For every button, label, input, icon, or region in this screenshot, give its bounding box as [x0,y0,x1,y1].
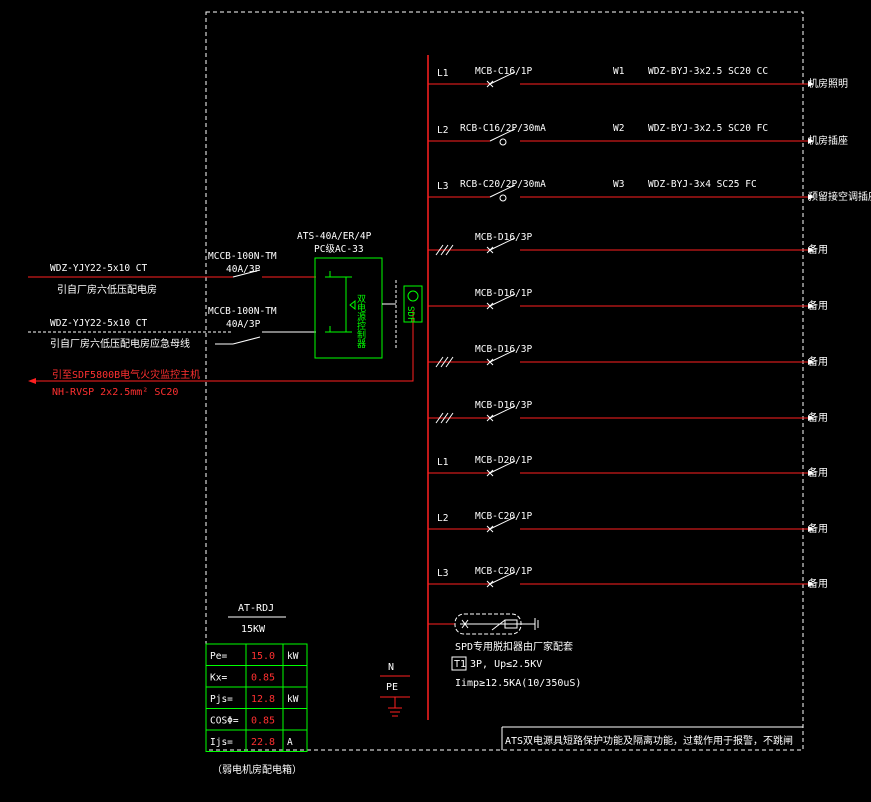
fire-signal-source: 引至SDF5800B电气火灾监控主机 [52,368,200,381]
n-terminal-label: N [388,662,394,673]
spd-iimp: Iimp≥12.5KA(10/350uS) [455,678,581,689]
incomer-2-source: 引自厂房六低压配电房应急母线 [50,337,190,350]
param-key: Ijs= [210,737,233,748]
incomer-1-breaker: MCCB-100N-TM [208,251,277,262]
circuit-row: MCB-D16/3P 备用 [428,232,828,256]
param-value: 0.85 [251,673,275,684]
spd-class: T1 [454,659,466,670]
circuit-wire-id: W3 [613,179,624,190]
ats-model: ATS-40A/ER/4P [297,231,372,242]
circuit-phase: L2 [437,513,448,524]
circuit-wire-id: W2 [613,123,624,134]
circuit-breaker: RCB-C20/2P/30mA [460,179,546,190]
incomer-2-rating: 40A/3P [226,319,261,330]
circuit-wire-id: W1 [613,66,625,77]
param-key: Kx= [210,673,227,684]
enclosure-outline [205,11,804,751]
param-key: Pe= [210,651,227,662]
circuit-cable: WDZ-BYJ-3x2.5 SC20 CC [648,66,768,77]
param-unit: A [287,737,293,748]
pe-terminal-label: PE [386,682,398,693]
circuit-phase: L3 [437,568,448,579]
incomer-1-source: 引自厂房六低压配电房 [57,283,157,296]
circuit-cable: WDZ-BYJ-3x2.5 SC20 FC [648,123,768,134]
param-value: 15.0 [251,651,275,662]
ats-cert: PC级AC-33 [314,243,364,255]
circuit-row: MCB-D16/3P 备用 [428,344,828,368]
incomer-2-breaker: MCCB-100N-TM [208,306,277,317]
panel-power: 15KW [241,624,266,635]
incomer-1-rating: 40A/3P [226,264,261,275]
param-value: 12.8 [251,694,275,705]
circuit-breaker: MCB-C16/1P [475,66,532,77]
circuit-phase: L3 [437,181,448,192]
param-key: COSΦ= [210,716,239,727]
fire-signal-cable: NH-RVSP 2x2.5mm² SC20 [52,387,178,398]
param-key: Pjs= [210,694,233,705]
circuit-load: 备用 [808,355,828,368]
spd-unit: SPD专用脱扣器由厂家配套 T1 3P, Up≤2.5KV Iimp≥12.5K… [428,613,581,689]
circuit-load: 备用 [808,522,828,535]
circuit-breaker: MCB-C20/1P [475,566,532,577]
circuit-phase: L1 [437,457,449,468]
circuit-breaker: MCB-D16/3P [475,232,532,243]
circuit-row: L2 RCB-C16/2P/30mA W2 WDZ-BYJ-3x2.5 SC20 FC… [428,123,848,147]
monitor-label: SDF [405,306,415,322]
panel-id: AT-RDJ [238,603,274,614]
panel-caption: （弱电机房配电箱） [212,763,302,776]
circuit-breaker: RCB-C16/2P/30mA [460,123,546,134]
ats-switch: ATS-40A/ER/4P PC级AC-33 双电源控制器 [297,231,397,359]
circuit-load: 备用 [808,411,828,424]
circuit-row: L3 MCB-C20/1P 备用 [428,566,828,590]
circuit-breaker: MCB-C20/1P [475,511,532,522]
circuit-breaker: MCB-D20/1P [475,455,532,466]
circuit-load: 机房照明 [808,77,848,90]
incomer-2: WDZ-YJY22-5x10 CT 引自厂房六低压配电房应急母线 MCCB-10… [28,306,316,350]
circuit-breaker: MCB-D16/3P [475,400,532,411]
incomer-1-cable: WDZ-YJY22-5x10 CT [50,263,148,274]
incomer-2-cable: WDZ-YJY22-5x10 CT [50,318,148,329]
circuit-row: MCB-D16/1P 备用 [428,288,828,312]
param-value: 0.85 [251,716,275,727]
param-unit: kW [287,694,299,705]
param-unit: kW [287,651,299,662]
circuit-row: L1 MCB-D20/1P 备用 [428,455,828,479]
n-pe-terminals: N PE [380,662,410,717]
circuit-row: L2 MCB-C20/1P 备用 [428,511,828,535]
circuit-breaker: MCB-D16/1P [475,288,532,299]
circuit-row: MCB-D16/3P 备用 [428,400,828,424]
param-value: 22.8 [251,737,275,748]
circuit-cable: WDZ-BYJ-3x4 SC25 FC [648,179,757,190]
note-text: ATS双电源具短路保护功能及隔离功能，过载作用于报警，不跳闸 [505,734,793,747]
fire-signal: 引至SDF5800B电气火灾监控主机 NH-RVSP 2x2.5mm² SC20 [28,310,414,398]
monitor-module: SDF [403,285,423,323]
spd-spec: 3P, Up≤2.5KV [470,659,542,670]
circuit-row: L3 RCB-C20/2P/30mA W3 WDZ-BYJ-3x4 SC25 FC 预留… [428,179,871,203]
circuit-breaker: MCB-D16/3P [475,344,532,355]
circuit-row: L1 MCB-C16/1P W1 WDZ-BYJ-3x2.5 SC20 CC 机房照明 [428,66,848,90]
circuit-phase: L2 [437,125,448,136]
circuit-load: 机房插座 [808,134,848,147]
ats-note: ATS双电源具短路保护功能及隔离功能，过载作用于报警，不跳闸 [501,726,803,750]
circuit-load: 备用 [808,577,828,590]
circuit-phase: L1 [437,68,449,79]
circuit-load: 备用 [808,466,828,479]
circuit-load: 备用 [808,299,828,312]
circuit-load: 备用 [808,243,828,256]
circuit-load: 预留接空调插座 [808,190,871,203]
spd-title: SPD专用脱扣器由厂家配套 [455,640,573,653]
incomer-1: WDZ-YJY22-5x10 CT 引自厂房六低压配电房 MCCB-100N-T… [28,251,316,296]
ats-controller-label: 双电源控制器 [355,294,366,348]
